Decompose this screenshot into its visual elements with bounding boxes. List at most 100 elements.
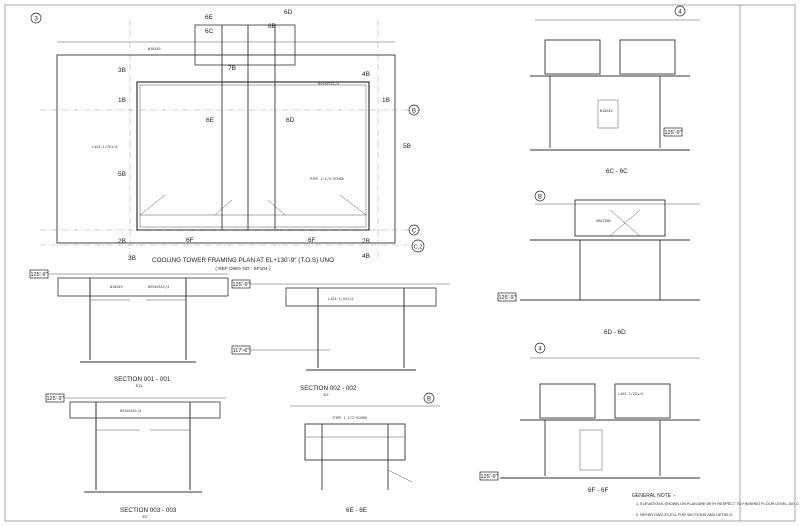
elevation-6d-frame xyxy=(574,199,666,237)
grid-bubble-c-label: C xyxy=(412,229,417,235)
elevation-6c-ladder xyxy=(597,99,619,129)
elevation-6f-elev: 125'-9" xyxy=(480,474,497,480)
plan-grid-right-1: 1B xyxy=(382,97,390,104)
plan-mid-label-0: 6E xyxy=(206,117,215,124)
plan-grid-left-0: 3B xyxy=(118,67,126,74)
grid-bubble-c xyxy=(408,224,420,236)
elevation-6c: 4 125'-9" W10X49 6C - 6C xyxy=(530,5,700,175)
section-002-member-1: L4X3-1/2X1/4 xyxy=(328,297,353,301)
plan-grid-top-3: 6B xyxy=(268,23,276,30)
elevation-6d-bubble-label: B xyxy=(538,195,542,201)
elevation-6e-bubble-label: B xyxy=(427,397,431,403)
section-001: 125'-9" W10X49 HSS5X5X1/4 SECTION 001 - … xyxy=(29,269,229,388)
general-notes: GENERAL NOTE :- 1. ELEVATIONS SHOWN ON P… xyxy=(632,493,799,517)
elevation-6d-title: 6D - 6D xyxy=(604,329,626,336)
plan-grid-right-0: 4B xyxy=(362,71,370,78)
plan-brace-1 xyxy=(139,194,166,216)
section-001-member-1: W10X49 xyxy=(110,285,123,289)
elevation-6d-member-1: GRATING xyxy=(596,219,611,223)
section-001-title: SECTION 001 - 001 xyxy=(114,376,171,383)
plan-corner-bubble xyxy=(30,12,42,24)
plan-ref: ( REF DWG NO : SF104 ) xyxy=(215,266,271,272)
section-003-elev: 125'-9" xyxy=(46,396,63,402)
grid-bubble-b-label: B xyxy=(412,109,416,115)
plan-member-label-1: W10X49 xyxy=(148,47,161,51)
framing-plan: 3 6E 6C 7B 6B 6D 3B 1B 5B 2B 3B xyxy=(30,9,425,272)
elevation-6c-cell-2 xyxy=(619,39,676,75)
plan-grid-top-4: 6D xyxy=(284,9,293,16)
elevation-6f: 4 125'-9" L4X3-1/2X1/4 6F - 6F xyxy=(479,342,700,494)
plan-grid-top-1: 6C xyxy=(205,28,214,35)
plan-grid-left-4: 3B xyxy=(128,255,136,262)
elevation-6d-elev-box xyxy=(497,292,517,302)
plan-mid-label-3: 6F xyxy=(308,237,316,244)
plan-tower-frame xyxy=(136,81,370,231)
plan-member-label-4: PIPE 1-1/2"SCH80 xyxy=(310,177,344,181)
plan-member-label-3: L4X3-1/2X1/4 xyxy=(92,145,117,149)
grid-bubble-c2-label: C.2 xyxy=(414,245,423,251)
section-002-top-frame xyxy=(285,287,437,307)
section-001-elev: 125'-9" xyxy=(30,272,47,278)
elevation-6d: B 125'-9" GRATING 6D - 6D xyxy=(497,190,700,336)
section-001-top-frame xyxy=(57,277,229,297)
elevation-6f-title: 6F - 6F xyxy=(588,487,608,494)
plan-top-platform xyxy=(194,24,296,66)
elevation-6f-cell-1 xyxy=(539,383,596,419)
section-001-member-2: HSS5X5X1/4 xyxy=(148,285,169,289)
elevation-6f-elev-box xyxy=(479,471,499,481)
elevation-6f-cell-2 xyxy=(614,383,671,419)
elevation-6e-frame xyxy=(304,423,406,461)
elevation-6c-bubble-label: 4 xyxy=(678,10,682,16)
section-002-title: SECTION 002 - 002 xyxy=(300,385,357,392)
elevation-6f-bubble xyxy=(534,342,546,354)
plan-brace-2 xyxy=(339,194,367,216)
notes-item-1: 1. ELEVATIONS SHOWN ON PLAN ARE WITH RES… xyxy=(636,502,799,506)
section-002: 125'-9" 117'-6" L4X3-1/2X1/4 SECTION 002… xyxy=(231,279,450,397)
section-001-ref: E11 xyxy=(136,383,144,388)
section-002-elev: 125'-9" xyxy=(232,282,249,288)
notes-item-2: 2. REFER DWG.E1-E11 FOR SECTIONS AND DET… xyxy=(636,513,733,517)
plan-grid-left-1: 1B xyxy=(118,97,126,104)
elevation-6d-elev: 125'-9" xyxy=(498,295,515,301)
section-002-ref: E2 xyxy=(324,392,330,397)
elevation-6e-bubble xyxy=(423,392,435,404)
elevation-6c-bubble xyxy=(674,5,686,17)
plan-brace-3 xyxy=(214,199,233,216)
plan-grid-right-3: 2B xyxy=(362,238,370,245)
elevation-6d-brace-2 xyxy=(609,209,641,237)
elevation-6e: B PIPE 1-1/2"SCH80 6E - 6E xyxy=(290,392,440,514)
section-003: 125'-9" HSS5X5X1/4 SECTION 003 - 003 E2 xyxy=(45,393,226,519)
elevation-6e-brace xyxy=(387,469,413,483)
elevation-6d-bubble xyxy=(534,190,546,202)
elevation-6f-bubble-label: 4 xyxy=(538,347,542,353)
plan-member-label-2: HSS5X5X1/4 xyxy=(318,82,339,86)
plan-grid-right-4: 4B xyxy=(362,253,370,260)
plan-mid-label-1: 6D xyxy=(286,117,295,124)
plan-corner-bubble-label: 3 xyxy=(34,16,38,23)
plan-outline xyxy=(56,54,396,244)
grid-bubble-c2 xyxy=(411,239,425,253)
elevation-6c-title: 6C - 6C xyxy=(606,168,628,175)
elevation-6c-cell-1 xyxy=(544,39,601,75)
plan-grid-left-2: 5B xyxy=(118,171,126,178)
plan-title: COOLING TOWER FRAMING PLAN AT EL+130'-9"… xyxy=(152,257,334,264)
elevation-6c-elev: 125'-9" xyxy=(664,130,681,136)
elevation-6f-ladder xyxy=(579,429,603,471)
plan-grid-top-0: 6E xyxy=(205,14,214,21)
notes-heading: GENERAL NOTE :- xyxy=(632,493,676,499)
section-003-member-1: HSS5X5X1/4 xyxy=(120,409,141,413)
section-003-top-frame xyxy=(69,401,221,419)
section-002-elev2: 117'-6" xyxy=(233,348,250,354)
section-003-title: SECTION 003 - 003 xyxy=(120,507,177,514)
section-003-ref: E2 xyxy=(143,514,149,519)
plan-grid-left-3: 2B xyxy=(118,238,126,245)
elevation-6c-elev-box xyxy=(663,127,683,137)
sheet-border xyxy=(4,4,796,522)
plan-mid-label-2: 6F xyxy=(186,237,194,244)
elevation-6e-member-1: PIPE 1-1/2"SCH80 xyxy=(333,416,367,420)
elevation-6f-member-1: L4X3-1/2X1/4 xyxy=(618,392,643,396)
grid-bubble-b xyxy=(408,104,420,116)
elevation-6e-title: 6E - 6E xyxy=(346,507,367,514)
